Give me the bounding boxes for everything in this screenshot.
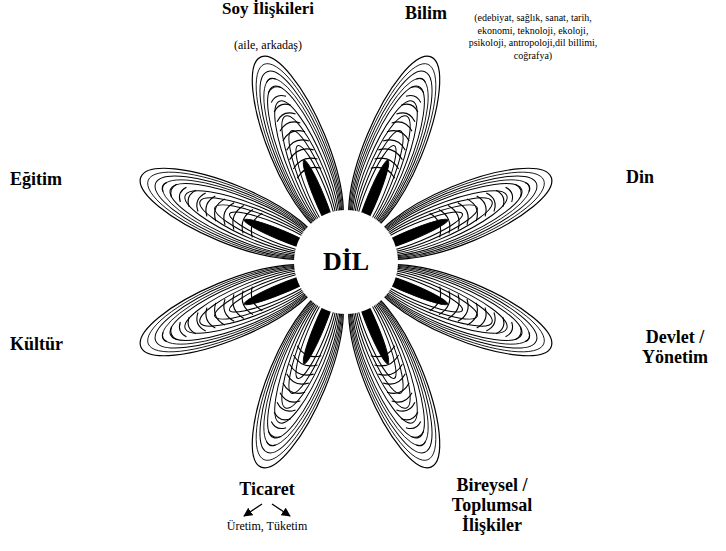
petal-label: Üretim, Tüketim xyxy=(197,520,337,533)
petal-label: (aile, arkadaş) xyxy=(208,39,328,52)
petal-label: Din xyxy=(626,168,686,188)
circle-fill xyxy=(294,210,398,314)
center-circle: DİL xyxy=(294,210,398,314)
petal-label: Devlet / Yönetim xyxy=(628,328,722,368)
petal-label: Ticaret xyxy=(207,480,327,500)
petal-label: Bireysel / Toplumsal İlişkiler xyxy=(422,476,562,535)
arrow xyxy=(244,504,262,516)
petal-label: Eğitim xyxy=(10,170,90,190)
center-text: DİL xyxy=(323,247,369,277)
arrow xyxy=(272,504,290,516)
petal-label: (edebiyat, sağlık, sanat, tarih, ekonomi… xyxy=(458,12,608,62)
petals xyxy=(130,46,562,478)
split-arrows xyxy=(244,504,290,516)
petal-label: Soy İlişkileri xyxy=(213,0,323,19)
petal-label: Kültür xyxy=(10,335,90,355)
petal-label: Bilim xyxy=(405,4,460,24)
